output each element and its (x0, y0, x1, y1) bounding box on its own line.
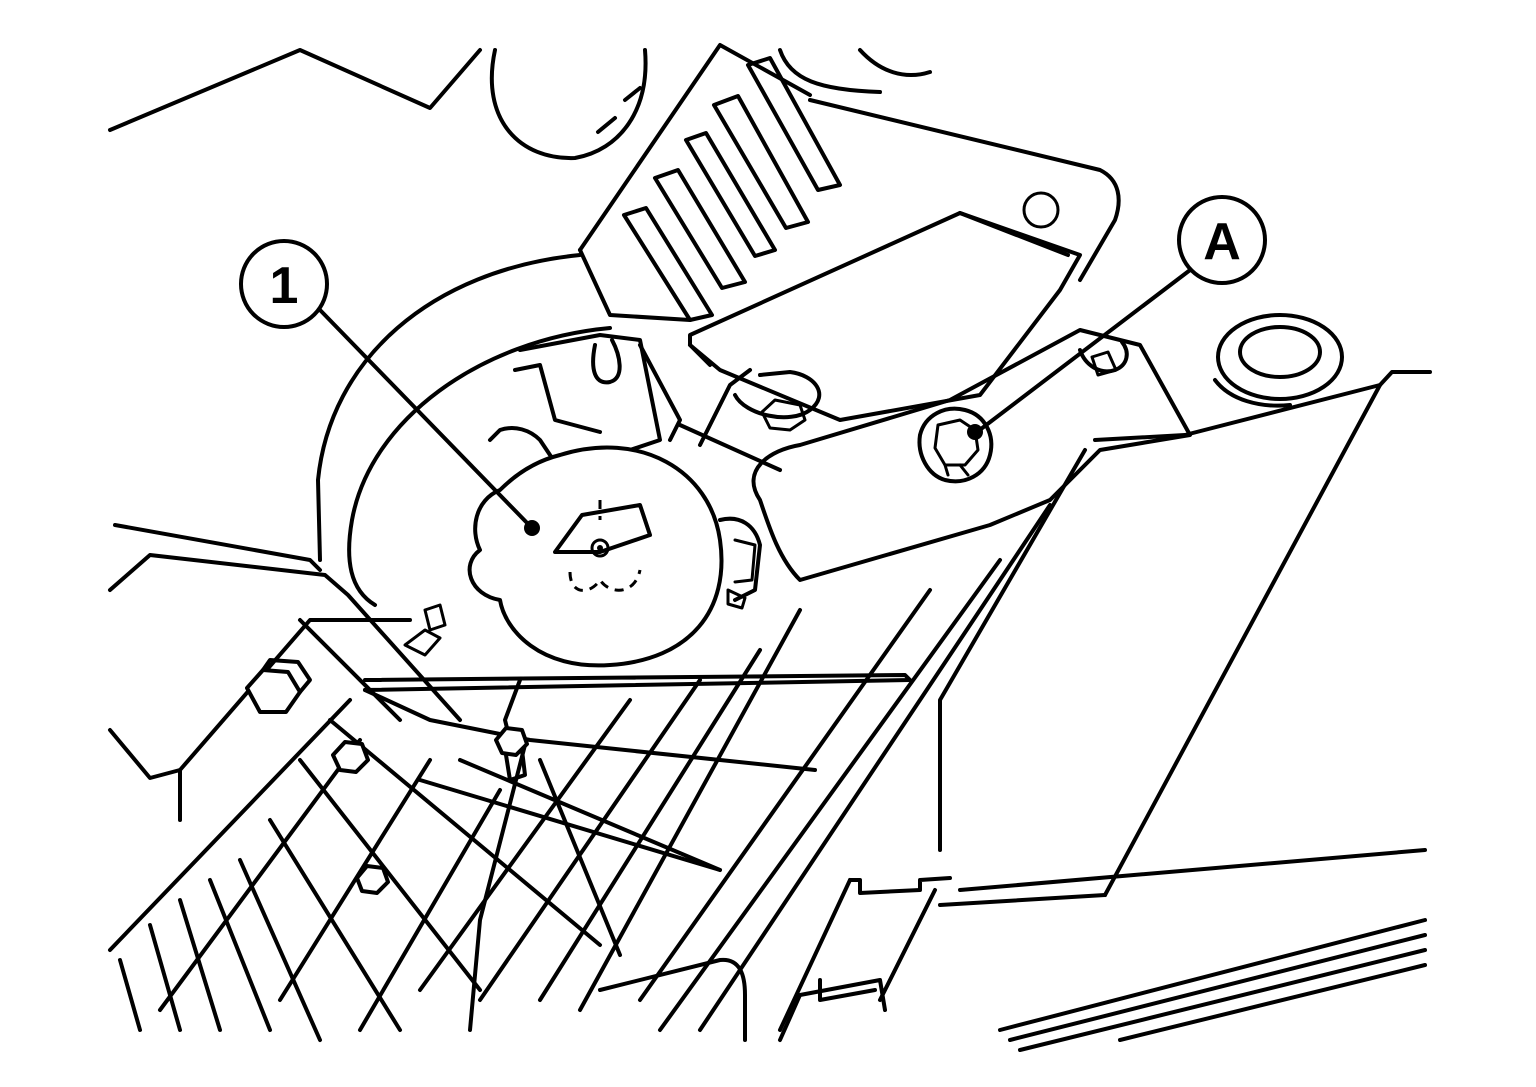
callout-1-label: 1 (270, 257, 299, 315)
leader-dot-1 (524, 520, 540, 536)
floor-ribs (108, 503, 1052, 1042)
bolt-center (331, 726, 529, 895)
component-1-body (467, 426, 762, 668)
clip-a-body (917, 406, 994, 484)
callout-a-label: A (1203, 213, 1241, 271)
lower-panel (598, 876, 952, 1042)
callout-a: A (1177, 195, 1267, 285)
callout-1: 1 (239, 239, 329, 329)
leader-dot-a (967, 424, 983, 440)
right-grommet (1213, 313, 1344, 408)
mounting-arm (751, 328, 1192, 582)
inner-bracket (513, 333, 822, 472)
right-housing (938, 370, 1432, 1052)
cover-bracket (688, 211, 1082, 422)
upper-body-panel (108, 48, 1121, 282)
heat-shield-fins (578, 43, 842, 322)
callout-leaders (318, 262, 1200, 536)
bolt-left (245, 658, 312, 714)
lower-bracket (108, 523, 462, 822)
